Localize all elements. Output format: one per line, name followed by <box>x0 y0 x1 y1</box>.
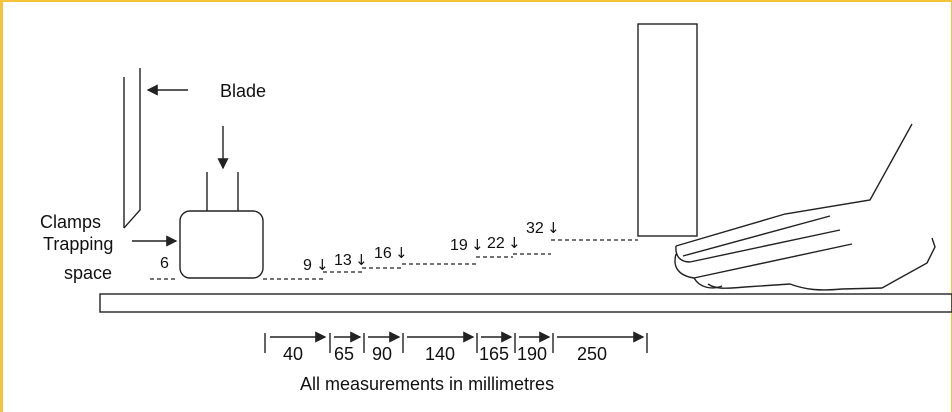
machine-table <box>99 293 952 313</box>
hand-illustration <box>674 123 936 291</box>
down-arrow-icon: ↓ <box>316 256 329 274</box>
gap-label-32: 32 <box>526 220 544 237</box>
down-arrow-icon: ↓ <box>355 251 368 269</box>
gap-label-6: 6 <box>160 255 169 272</box>
trapping-label: Trapping <box>43 234 113 254</box>
distance-label-40: 40 <box>283 344 303 364</box>
down-arrow-icon: ↓ <box>508 234 521 252</box>
distance-label-65: 65 <box>334 344 354 364</box>
gap-label-16: 16 <box>374 245 392 262</box>
gap-label-22: 22 <box>487 235 505 252</box>
down-arrow-icon: ↓ <box>547 219 560 237</box>
gap-label-19: 19 <box>450 237 468 254</box>
distance-label-140: 140 <box>425 344 455 364</box>
down-arrow-icon: ↓ <box>471 236 484 254</box>
distance-label-90: 90 <box>372 344 392 364</box>
guard-barrier <box>637 23 698 237</box>
space-label: space <box>64 263 112 283</box>
blade <box>123 68 141 229</box>
gap-label-9: 9 <box>303 257 312 274</box>
down-arrow-icon: ↓ <box>395 244 408 262</box>
clamps-label: Clamps <box>40 212 101 232</box>
measurement-note: All measurements in millimetres <box>300 374 554 394</box>
distance-label-250: 250 <box>577 344 607 364</box>
blade-label: Blade <box>220 81 266 101</box>
distance-label-190: 190 <box>517 344 547 364</box>
distance-scale <box>264 331 648 353</box>
distance-label-165: 165 <box>479 344 509 364</box>
gap-steps <box>150 239 638 280</box>
gap-label-13: 13 <box>334 252 352 269</box>
clamp-block <box>179 172 264 279</box>
